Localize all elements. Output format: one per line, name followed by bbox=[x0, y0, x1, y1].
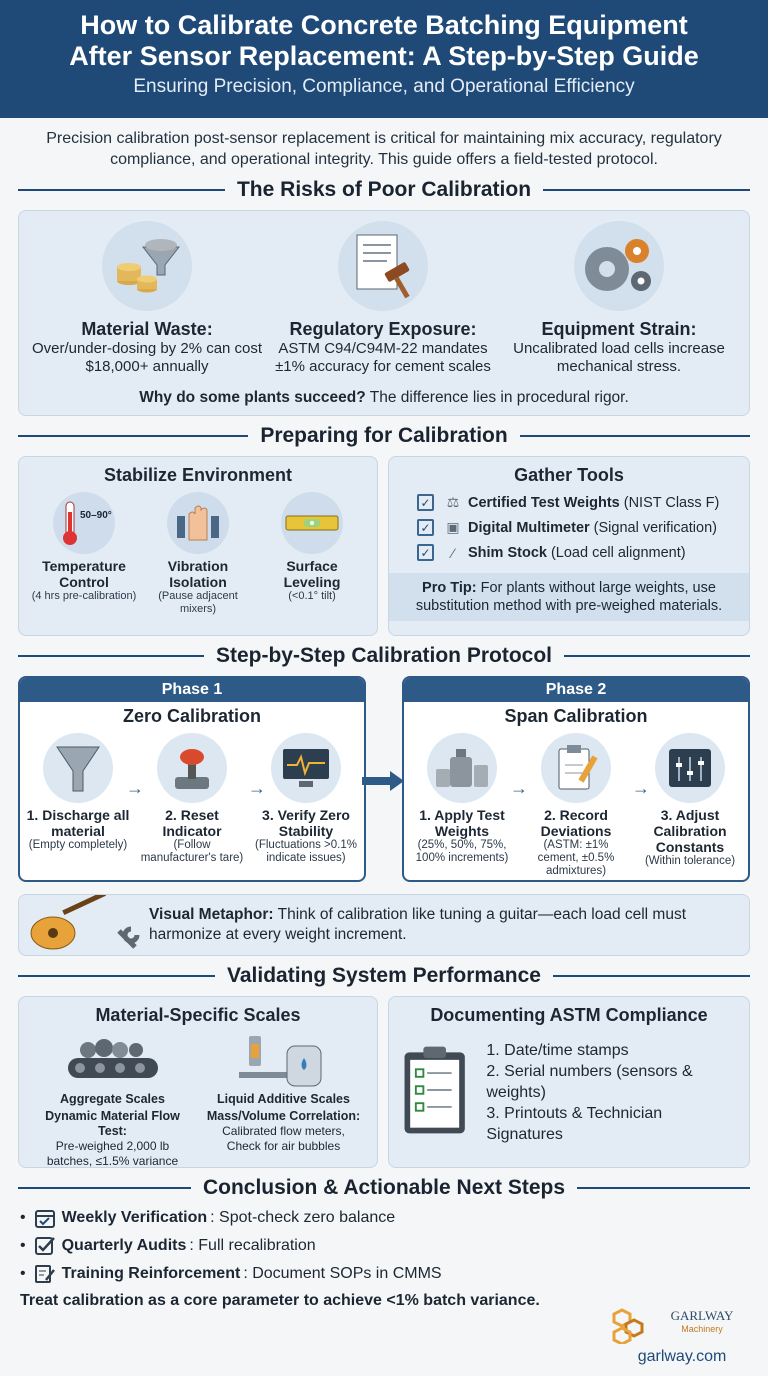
website-link[interactable]: garlway.com bbox=[637, 1348, 727, 1365]
surface-leveling: Surface Leveling (<0.1° tilt) bbox=[257, 492, 367, 616]
hexagon-logo-icon bbox=[612, 1308, 644, 1344]
step-arrow-icon: → bbox=[510, 778, 528, 798]
guitar-wrench-icon bbox=[30, 895, 140, 950]
aggregate-scales: Aggregate Scales Dynamic Material Flow T… bbox=[33, 1032, 193, 1169]
conveyor-icon bbox=[33, 1032, 193, 1090]
step-arrow-icon: → bbox=[248, 778, 266, 798]
prep-row: Stabilize Environment 50–90°F Temperatur… bbox=[18, 456, 750, 636]
prep-section-title: Preparing for Calibration bbox=[18, 424, 750, 448]
garlway-logo[interactable]: GARLWAY Machinery garlway.com bbox=[612, 1308, 752, 1366]
checkbox-icon: ✓ bbox=[417, 544, 434, 561]
phases-row: Phase 1 Zero Calibration 1. Discharge al… bbox=[18, 676, 750, 884]
risk-regulatory-exposure: Regulatory Exposure: ASTM C94/C94M-22 ma… bbox=[265, 221, 501, 376]
list-item: 3. Printouts & Technician Signatures bbox=[486, 1105, 663, 1143]
phase1-step-2: 2. Reset Indicator (Follow manufacturer'… bbox=[140, 733, 244, 865]
vibration-isolation: Vibration Isolation (Pause adjacent mixe… bbox=[143, 492, 253, 616]
intro-text: Precision calibration post-sensor replac… bbox=[46, 130, 722, 168]
test-weights-icon bbox=[427, 733, 497, 803]
control-panel-icon bbox=[655, 733, 725, 803]
stabilize-panel: Stabilize Environment 50–90°F Temperatur… bbox=[18, 456, 378, 636]
gears-icon bbox=[574, 221, 664, 311]
phase1-step-3: 3. Verify Zero Stability (Fluctuations >… bbox=[254, 733, 358, 865]
tool-item: ✓⚖Certified Test Weights(NIST Class F) bbox=[417, 494, 741, 511]
phase2-step-1: 1. Apply Test Weights (25%, 50%, 75%, 10… bbox=[410, 733, 514, 878]
coins-funnel-icon bbox=[102, 221, 192, 311]
edit-doc-icon bbox=[34, 1265, 55, 1283]
tool-item: ✓▣Digital Multimeter(Signal verification… bbox=[417, 519, 741, 536]
phase1-step-1: 1. Discharge all material (Empty complet… bbox=[26, 733, 130, 865]
hand-stop-icon bbox=[167, 492, 229, 554]
conclusion-section-title: Conclusion & Actionable Next Steps bbox=[18, 1176, 751, 1200]
pro-tip: Pro Tip: For plants without large weight… bbox=[389, 573, 749, 621]
phase-1-tag: Phase 1 bbox=[20, 678, 364, 702]
phase-2-card: Phase 2 Span Calibration 1. Apply Test W… bbox=[402, 676, 750, 882]
spirit-level-icon bbox=[281, 492, 343, 554]
risks-panel: Material Waste: Over/under-dosing by 2% … bbox=[18, 210, 750, 416]
validate-section-title: Validating System Performance bbox=[18, 964, 750, 988]
material-scales-panel: Material-Specific Scales Aggregate Scale… bbox=[18, 996, 378, 1168]
logo-brand: GARLWAY bbox=[670, 1308, 734, 1323]
risks-question: Why do some plants succeed? The differen… bbox=[139, 389, 629, 406]
list-item: •Weekly Verification: Spot-check zero ba… bbox=[20, 1209, 396, 1228]
list-item: •Quarterly Audits: Full recalibration bbox=[20, 1237, 316, 1255]
documentation-panel: Documenting ASTM Compliance 1. Date/time… bbox=[388, 996, 750, 1168]
conclusion-list: •Weekly Verification: Spot-check zero ba… bbox=[20, 1208, 748, 1310]
protocol-section-title: Step-by-Step Calibration Protocol bbox=[18, 644, 750, 668]
clipboard-pencil-icon bbox=[541, 733, 611, 803]
step-arrow-icon: → bbox=[632, 778, 650, 798]
list-item: •Training Reinforcement: Document SOPs i… bbox=[20, 1265, 442, 1283]
risks-section-title: The Risks of Poor Calibration bbox=[18, 178, 751, 202]
liquid-additive-scales: Liquid Additive Scales Mass/Volume Corre… bbox=[204, 1032, 364, 1169]
phase2-step-3: 3. Adjust Calibration Constants (Within … bbox=[638, 733, 742, 878]
monitor-icon bbox=[271, 733, 341, 803]
phase-1-card: Phase 1 Zero Calibration 1. Discharge al… bbox=[18, 676, 366, 882]
list-item: 2. Serial numbers (sensors & weights) bbox=[486, 1063, 693, 1101]
final-statement: Treat calibration as a core parameter to… bbox=[20, 1292, 540, 1309]
tank-icon bbox=[204, 1032, 364, 1090]
thermometer-icon: 50–90°F bbox=[53, 492, 115, 554]
hopper-icon bbox=[43, 733, 113, 803]
phase-2-tag: Phase 2 bbox=[404, 678, 748, 702]
metaphor-panel: Visual Metaphor: Think of calibration li… bbox=[18, 894, 750, 956]
weight-icon: ⚖ bbox=[446, 494, 460, 510]
risk-equipment-strain: Equipment Strain: Uncalibrated load cell… bbox=[501, 221, 737, 376]
tool-item: ✓⁄Shim Stock(Load cell alignment) bbox=[417, 544, 741, 561]
step-arrow-icon: → bbox=[126, 778, 144, 798]
header: How to Calibrate Concrete Batching Equip… bbox=[0, 0, 768, 118]
phase2-step-2: 2. Record Deviations (ASTM: ±1% cement, … bbox=[524, 733, 628, 878]
multimeter-icon: ▣ bbox=[446, 519, 460, 535]
logo-sub: Machinery bbox=[681, 1324, 723, 1334]
page-title: How to Calibrate Concrete Batching Equip… bbox=[69, 10, 699, 71]
list-item: 1. Date/time stamps bbox=[486, 1042, 629, 1059]
checkbox-icon: ✓ bbox=[417, 494, 434, 511]
gavel-document-icon bbox=[338, 221, 428, 311]
risk-material-waste: Material Waste: Over/under-dosing by 2% … bbox=[29, 221, 265, 376]
compliance-list: 1. Date/time stamps 2. Serial numbers (s… bbox=[486, 1040, 741, 1145]
shim-icon: ⁄ bbox=[451, 544, 455, 561]
page-subtitle: Ensuring Precision, Compliance, and Oper… bbox=[133, 76, 635, 97]
svg-text:50–90°F: 50–90°F bbox=[80, 510, 112, 521]
validate-row: Material-Specific Scales Aggregate Scale… bbox=[18, 996, 750, 1168]
reset-button-icon bbox=[157, 733, 227, 803]
temperature-control: 50–90°F Temperature Control (4 hrs pre-c… bbox=[29, 492, 139, 616]
checkbox-icon bbox=[34, 1237, 55, 1255]
checkbox-icon: ✓ bbox=[417, 519, 434, 536]
tools-panel: Gather Tools ✓⚖Certified Test Weights(NI… bbox=[388, 456, 750, 636]
calendar-check-icon bbox=[34, 1210, 55, 1228]
checklist-clipboard-icon bbox=[404, 1046, 465, 1134]
phase-arrow-icon bbox=[362, 771, 404, 791]
